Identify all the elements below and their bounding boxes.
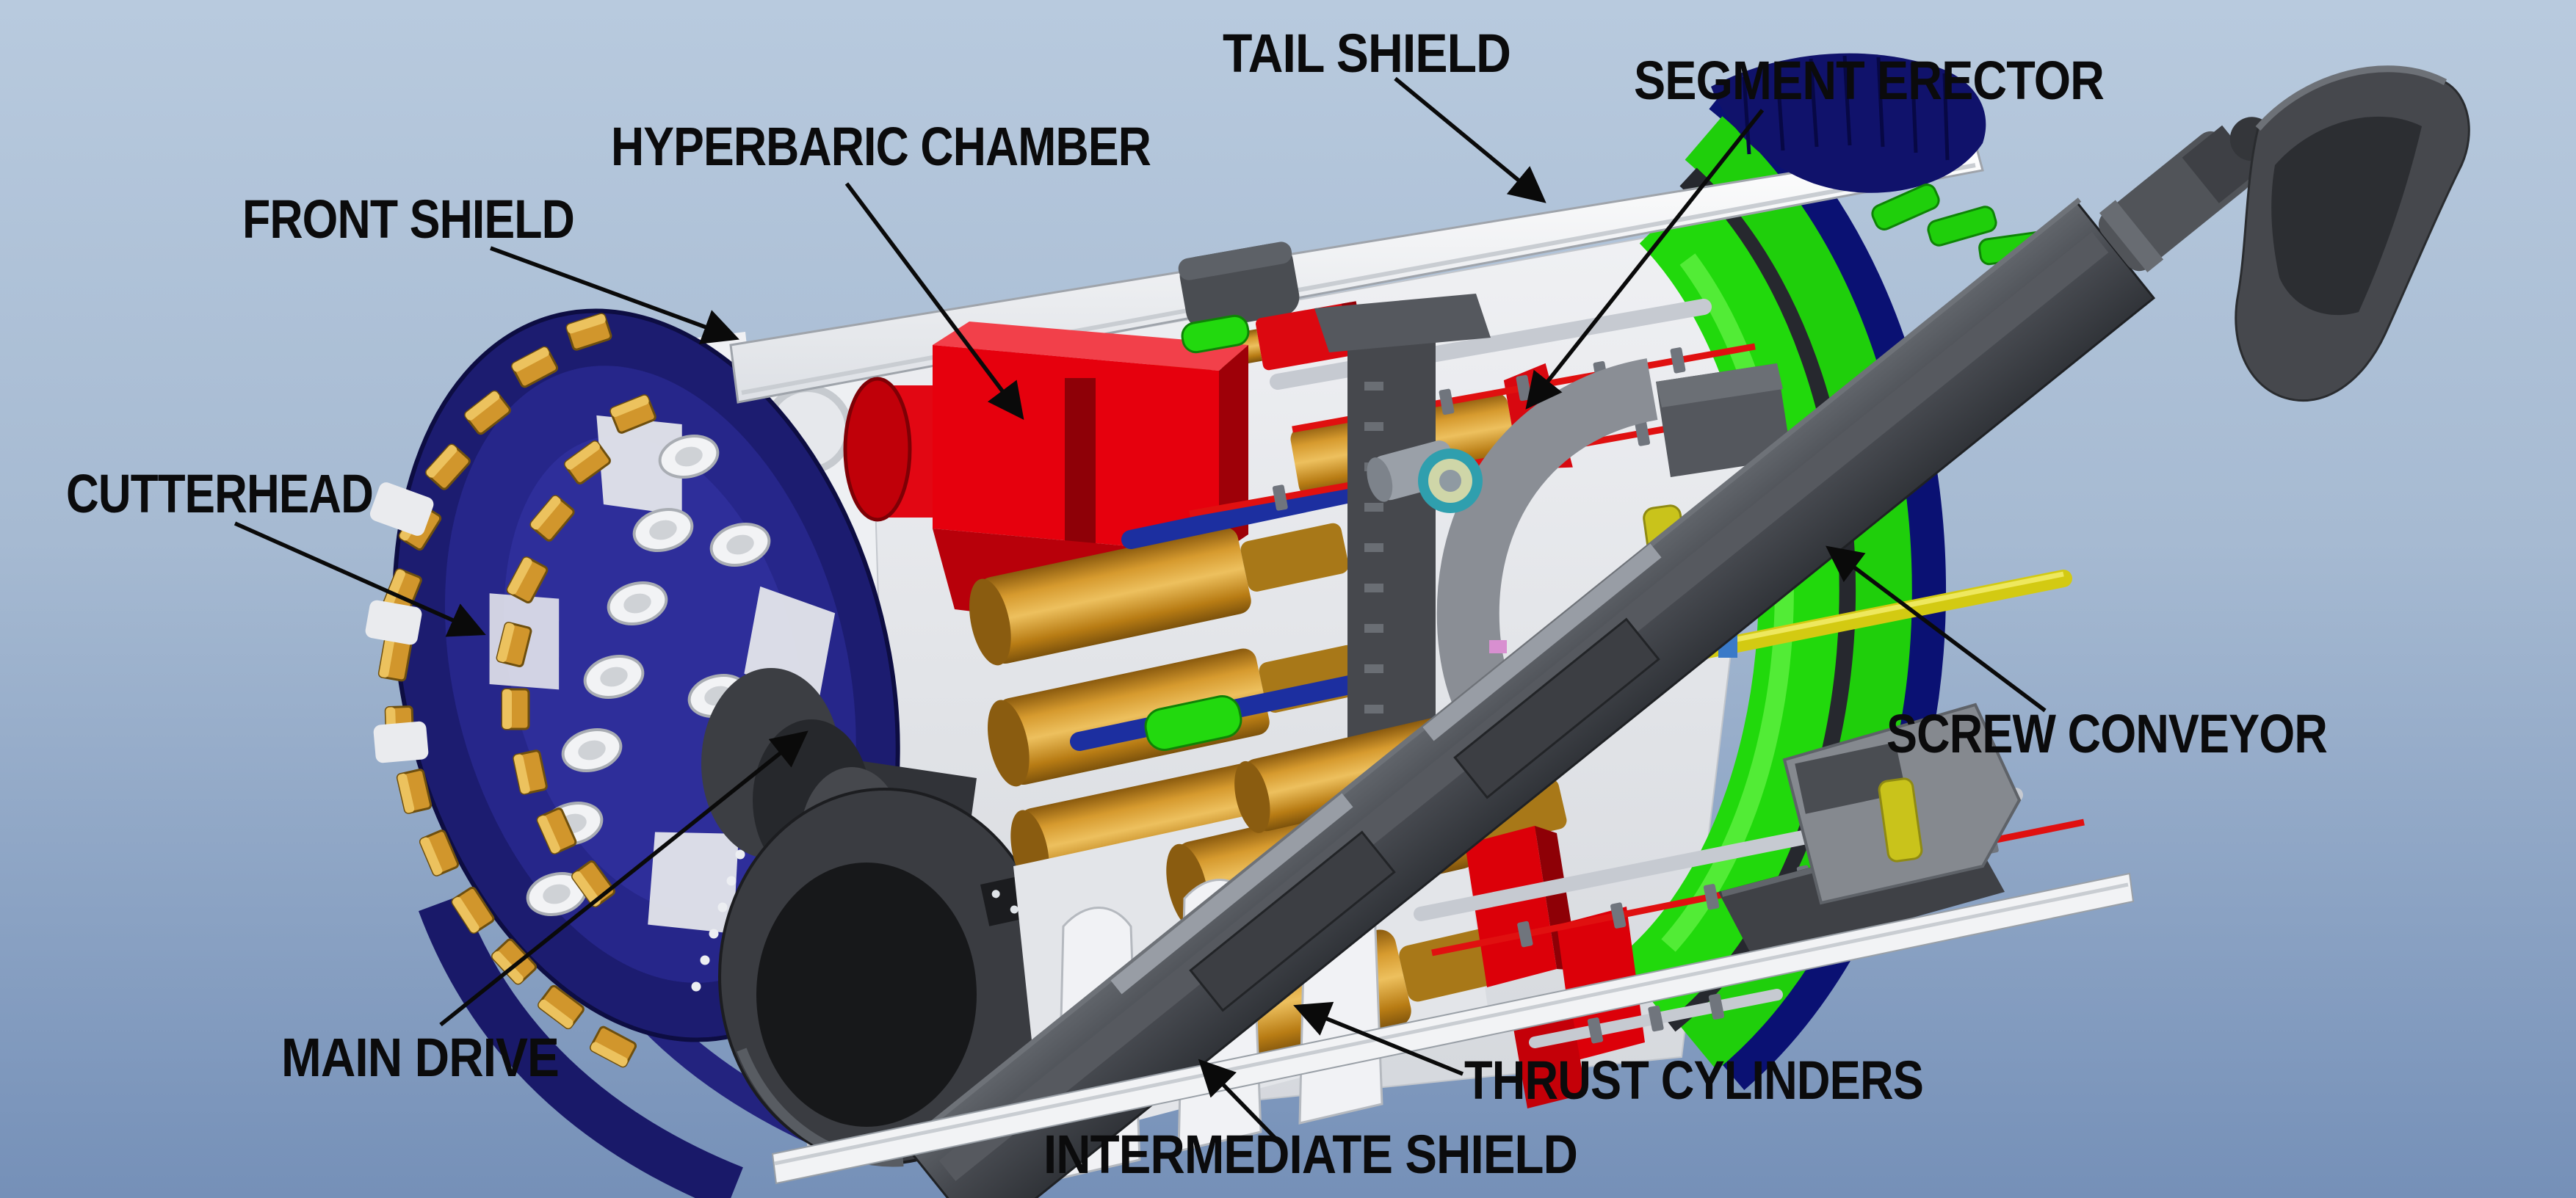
label-main-drive: MAIN DRIVE [281,1027,559,1088]
leader-thrust-cylinders [1293,1001,1464,1076]
label-front-shield: FRONT SHIELD [242,189,574,250]
discharge-chute [2235,65,2470,402]
label-screw-conveyor: SCREW CONVEYOR [1886,703,2327,764]
tail-seal-clamp [1178,242,1300,330]
cutter-bits [377,313,656,1068]
roller-cutters [526,435,771,916]
leader-tail-shield [1394,76,1546,203]
label-hyperbaric-chamber: HYPERBARIC CHAMBER [611,116,1151,177]
label-intermediate-shield: INTERMEDIATE SHIELD [1043,1124,1577,1185]
annotation-tail-shield: TAIL SHIELD [1223,23,1546,203]
tail-brush-crest [1711,53,2049,266]
leader-segment-erector [1525,109,1765,410]
annotations: CUTTERHEAD FRONT SHIELD HYPERBARIC CHAMB… [66,23,2328,1185]
leader-cutterhead [234,521,486,637]
annotation-intermediate-shield: INTERMEDIATE SHIELD [1043,1059,1578,1185]
annotation-screw-conveyor: SCREW CONVEYOR [1826,545,2328,764]
leader-intermediate-shield [1198,1059,1281,1144]
leader-hyperbaric-chamber [844,182,1024,420]
annotation-segment-erector: SEGMENT ERECTOR [1525,50,2105,410]
label-segment-erector: SEGMENT ERECTOR [1634,50,2104,111]
label-cutterhead: CUTTERHEAD [66,463,373,524]
shield-bottom-band [771,872,2135,1185]
annotation-thrust-cylinders: THRUST CYLINDERS [1293,1001,1924,1111]
leader-screw-conveyor [1826,545,2047,713]
leader-main-drive [439,730,808,1027]
annotation-front-shield: FRONT SHIELD [242,189,739,344]
label-thrust-cylinders: THRUST CYLINDERS [1464,1050,1923,1111]
annotation-main-drive: MAIN DRIVE [281,730,808,1088]
annotation-cutterhead: CUTTERHEAD [66,463,486,637]
lower-erector-frame [1718,703,2022,962]
screw-conveyor-illustration [902,65,2470,1198]
leader-front-shield [490,246,739,344]
annotation-hyperbaric-chamber: HYPERBARIC CHAMBER [611,116,1151,420]
label-tail-shield: TAIL SHIELD [1223,23,1510,84]
